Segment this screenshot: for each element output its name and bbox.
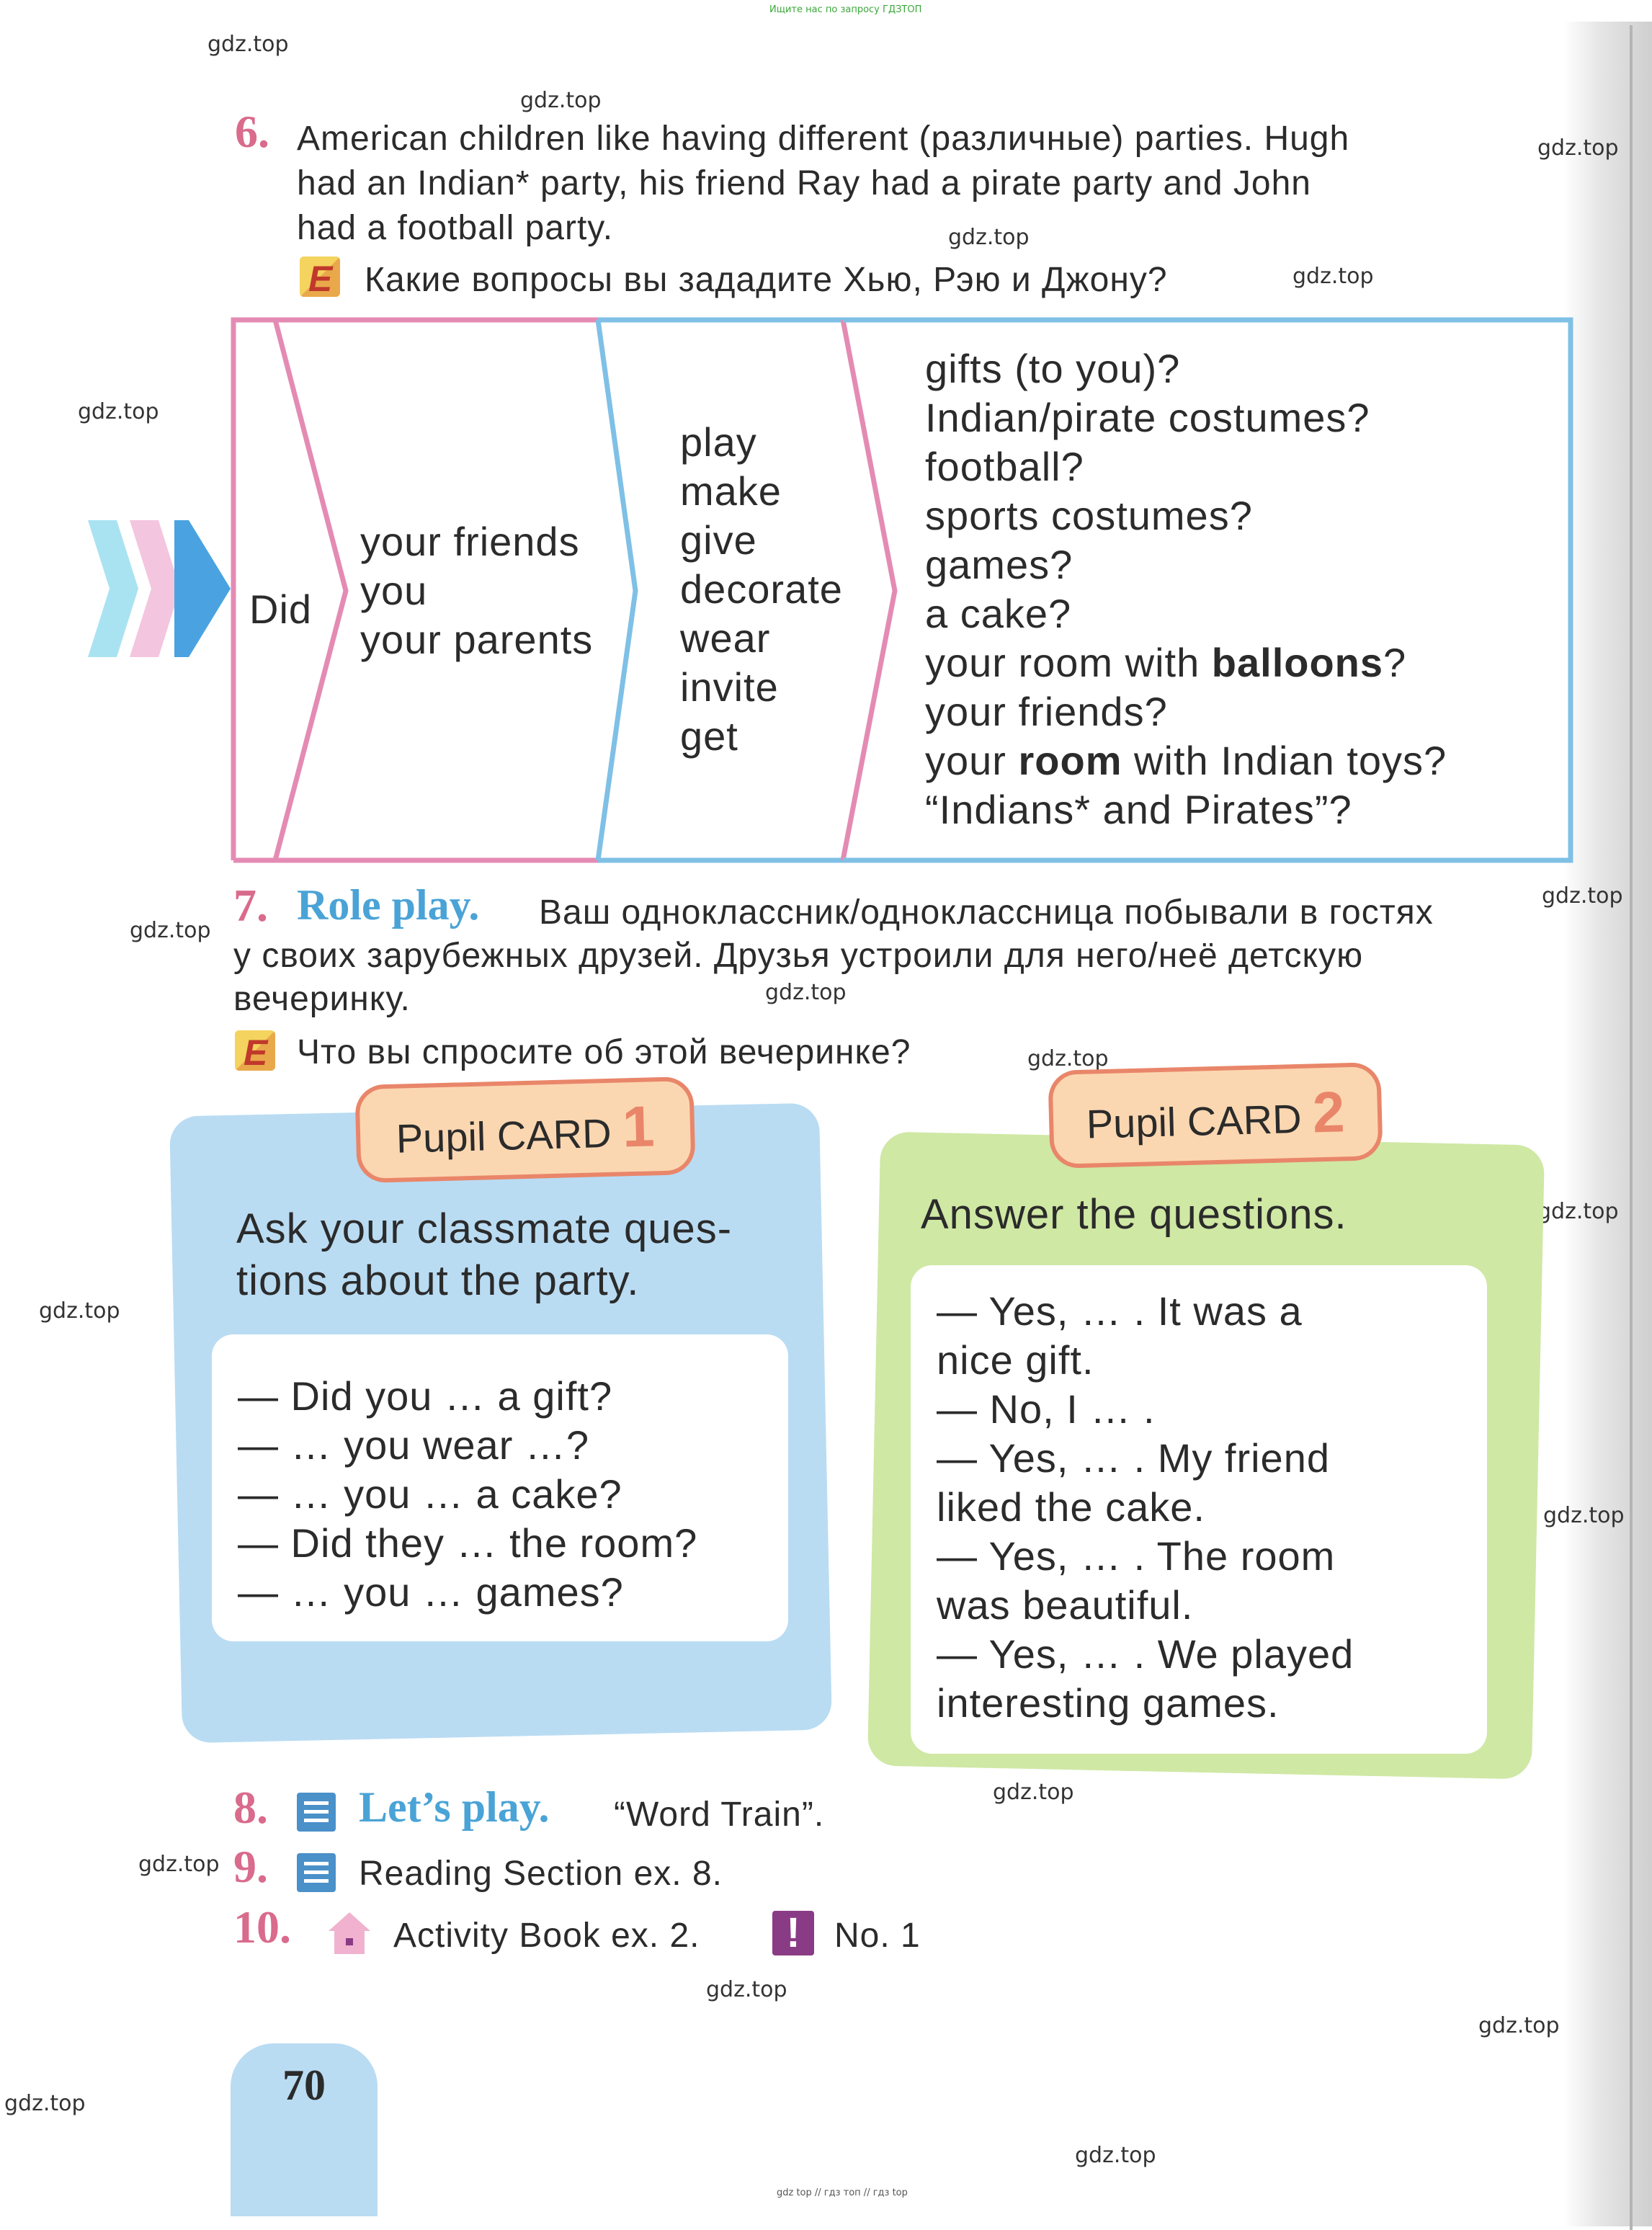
table-col-objects: gifts (to you)? Indian/pirate costumes? … [925, 344, 1447, 834]
table-subject: you [360, 568, 428, 613]
card-2-answer-box [911, 1265, 1487, 1754]
top-notice: Ищите нас по запросу ГДЗТОП [769, 4, 922, 15]
table-subject: your parents [360, 617, 594, 662]
card-1-question: — … you … games? [238, 1569, 624, 1615]
table-verb: wear [680, 615, 771, 661]
watermark: gdz.top [1027, 1046, 1109, 1071]
card-2-answer: — Yes, … . The room [937, 1533, 1336, 1579]
watermark: gdz.top [1542, 883, 1623, 909]
exercise-6-number: 6. [235, 106, 269, 157]
watermark: gdz.top [4, 2091, 86, 2116]
card-2-answer: — Yes, … . My friend [937, 1435, 1330, 1481]
exercise-7-title: Role play. [297, 881, 480, 929]
card-2-answer: liked the cake. [937, 1484, 1205, 1530]
exercise-9-number: 9. [233, 1841, 268, 1892]
watermark: gdz.top [78, 399, 159, 424]
card-2-answer: — Yes, … . We played [937, 1631, 1354, 1677]
card-1-question: — Did you … a gift? [238, 1373, 613, 1419]
exercise-10-text: Activity Book ex. 2. [393, 1917, 700, 1955]
watermark: gdz.top [138, 1852, 220, 1877]
table-verb: invite [680, 664, 779, 710]
exercise-7-text-line3: вечеринку. [233, 980, 411, 1018]
workbook-icon [297, 1853, 336, 1892]
e-badge-icon: E [300, 257, 340, 297]
card-2-answer: interesting games. [937, 1680, 1280, 1726]
exercise-8-number: 8. [233, 1782, 268, 1833]
exercise-10-extra: No. 1 [834, 1917, 921, 1955]
watermark: gdz.top [207, 32, 289, 57]
page-number-tab [231, 2043, 378, 2216]
book-spine-shadow [1563, 22, 1652, 2226]
table-object: your room with Indian toys? [925, 738, 1447, 783]
card-1-question: — … you … a cake? [238, 1471, 622, 1517]
watermark: gdz.top [1537, 1199, 1619, 1224]
table-verb: play [680, 419, 757, 465]
page-number: 70 [282, 2061, 326, 2109]
table-col-did: Did [249, 587, 313, 632]
exercise-7-text-line1: Ваш одноклассник/одноклассница побывали … [539, 893, 1434, 932]
substitution-table-frame [231, 317, 1573, 863]
card-2-title: Answer the questions. [921, 1191, 1347, 1238]
watermark: gdz.top [765, 980, 847, 1005]
watermark: gdz.top [520, 88, 602, 113]
table-object: Indian/pirate costumes? [925, 395, 1370, 440]
exercise-7-question: Что вы спросите об этой вечеринке? [297, 1033, 911, 1071]
exercise-6-text-line1: American children like having different … [297, 120, 1350, 158]
exclamation-icon: ! [772, 1911, 814, 1955]
table-verb: get [680, 713, 738, 759]
card-2-answer: was beautiful. [937, 1582, 1194, 1628]
table-verb: give [680, 517, 757, 563]
exercise-8-text: “Word Train”. [614, 1796, 825, 1834]
watermark: gdz.top [706, 1977, 787, 2002]
table-col-verbs: play make give decorate wear invite get [680, 418, 843, 761]
watermark: gdz.top [39, 1298, 120, 1324]
table-object: sports costumes? [925, 493, 1253, 538]
watermark: gdz.top [948, 225, 1030, 250]
exercise-8-title: Let’s play. [359, 1783, 550, 1831]
exercise-7-text-line2: у своих зарубежных друзей. Друзья устрои… [233, 937, 1364, 975]
card-1-title-line2: tions about the party. [236, 1257, 640, 1304]
table-object: games? [925, 542, 1073, 587]
watermark: gdz.top [130, 918, 211, 943]
table-object: your room with balloons? [925, 640, 1407, 685]
card-1-questions: — Did you … a gift? — … you wear …? — … … [238, 1372, 697, 1617]
card-2-answer: — Yes, … . It was a [937, 1288, 1303, 1334]
watermark: gdz.top [1537, 135, 1619, 161]
card-1-question: — Did they … the room? [238, 1520, 698, 1566]
card-2-answer: — No, I … . [937, 1386, 1156, 1432]
card-1-question-box [212, 1334, 788, 1641]
table-verb: decorate [680, 566, 843, 612]
watermark: gdz.top [993, 1780, 1074, 1805]
table-object: gifts (to you)? [925, 346, 1181, 391]
card-1-title-line1: Ask your classmate ques- [236, 1205, 733, 1252]
workbook-icon [297, 1793, 336, 1832]
pupil-card-1-label: Pupil CARD 1 [354, 1076, 696, 1184]
book-spine-line [1630, 25, 1633, 2230]
exercise-9-text: Reading Section ex. 8. [359, 1855, 723, 1893]
card-2-answers: — Yes, … . It was a nice gift. — No, I …… [937, 1287, 1354, 1728]
watermark: gdz.top [1292, 264, 1374, 289]
card-1-question: — … you wear …? [238, 1422, 590, 1468]
watermark: gdz.top [1075, 2143, 1156, 2168]
table-col-subjects: your friends you your parents [360, 517, 593, 664]
exercise-6-text-line2: had an Indian* party, his friend Ray had… [297, 164, 1311, 202]
watermark: gdz.top [1543, 1503, 1625, 1528]
exercise-10-number: 10. [233, 1901, 291, 1953]
e-badge-icon: E [235, 1030, 275, 1071]
table-object: football? [925, 444, 1084, 489]
table-object: your friends? [925, 689, 1168, 734]
exercise-6-text-line3: had a football party. [297, 209, 614, 247]
exercise-7-number: 7. [233, 880, 268, 931]
triple-arrow-icon [88, 520, 231, 657]
house-icon [329, 1912, 370, 1954]
card-2-answer: nice gift. [937, 1337, 1094, 1383]
table-verb: make [680, 468, 782, 514]
table-object: a cake? [925, 591, 1072, 636]
bottom-notice: gdz top // гдз топ // гдз top [777, 2187, 908, 2198]
table-object: “Indians* and Pirates”? [925, 787, 1352, 832]
watermark: gdz.top [1478, 2013, 1560, 2038]
table-subject: your friends [360, 519, 580, 564]
pupil-card-2-label: Pupil CARD 2 [1048, 1061, 1383, 1169]
exercise-6-question: Какие вопросы вы зададите Хью, Рэю и Джо… [365, 261, 1168, 299]
